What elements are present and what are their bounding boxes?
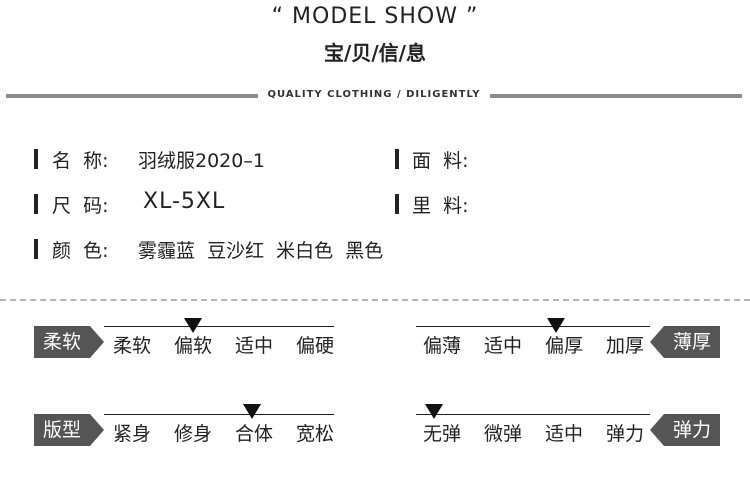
scale-label-arrow [90,326,104,358]
scale-line [104,414,334,415]
scale-label-arrow [650,326,664,358]
dashed-separator [0,299,750,301]
scale-option-selected: 无弹 [422,423,461,445]
scale-fit: 版型 紧身 修身 合体 宽松 [34,398,344,448]
color-label: 颜 色: [52,240,109,262]
title-chinese: 宝/贝/信/息 [324,41,426,65]
bullet-bar [34,239,38,259]
scale-option: 适中 [544,423,583,445]
bullet-bar [34,194,38,214]
bullet-bar [395,149,399,169]
size-label: 尺 码: [52,195,109,217]
scale-line [104,326,334,327]
selected-marker-icon [243,404,261,419]
scale-option: 弹力 [605,423,644,445]
color-value: 雾霾蓝 豆沙红 米白色 黑色 [138,240,384,262]
scale-option-selected: 偏厚 [544,335,583,357]
scale-softness: 柔软 柔软 偏软 适中 偏硬 [34,310,344,360]
scale-option: 偏硬 [295,335,334,357]
title-english: “ MODEL SHOW ” [271,4,479,29]
scale-option: 偏薄 [422,335,461,357]
scale-label: 版型 [34,414,90,446]
divider-left [6,94,258,98]
selected-marker-icon [547,318,565,333]
scale-option: 宽松 [295,423,334,445]
divider-right [490,94,742,98]
scale-line [416,326,650,327]
scale-option-selected: 合体 [234,423,273,445]
bullet-bar [34,149,38,169]
scale-line [416,414,650,415]
scale-elasticity: 无弹 微弹 适中 弹力 弹力 [412,398,722,448]
scale-label-arrow [90,414,104,446]
selected-marker-icon [184,318,202,333]
scale-option: 紧身 [112,423,151,445]
name-value: 羽绒服2020–1 [138,150,265,172]
scale-option: 柔软 [112,335,151,357]
bullet-bar [395,194,399,214]
scale-option: 适中 [234,335,273,357]
scale-label: 薄厚 [664,326,720,358]
selected-marker-icon [425,404,443,419]
tagline: QUALITY CLOTHING / DILIGENTLY [267,89,481,100]
lining-label: 里 料: [412,195,469,217]
scale-label: 弹力 [664,414,720,446]
scale-label: 柔软 [34,326,90,358]
fabric-label: 面 料: [412,150,469,172]
scale-option-selected: 偏软 [173,335,212,357]
scale-thickness: 偏薄 适中 偏厚 加厚 薄厚 [412,310,722,360]
scale-option: 微弹 [483,423,522,445]
scale-label-arrow [650,414,664,446]
scale-option: 适中 [483,335,522,357]
scale-option: 修身 [173,423,212,445]
scale-option: 加厚 [605,335,644,357]
name-label: 名 称: [52,150,109,172]
size-value: XL-5XL [143,189,226,214]
